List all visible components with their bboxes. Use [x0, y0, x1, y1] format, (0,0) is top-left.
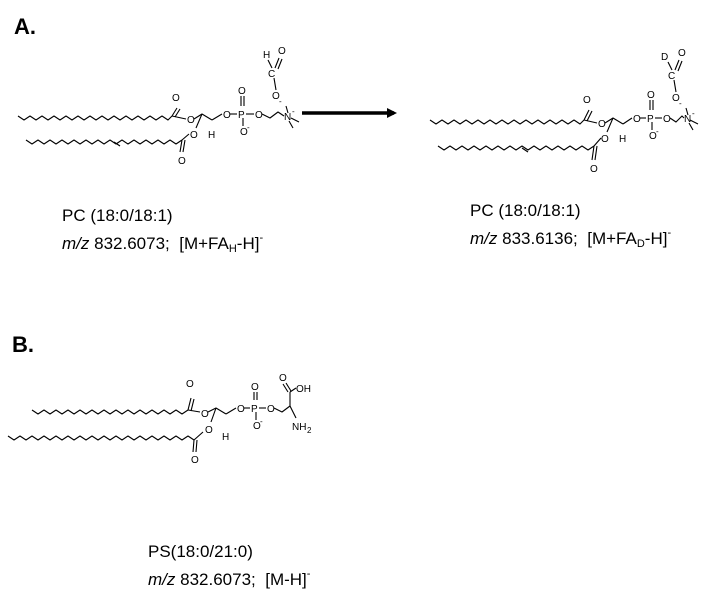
serine-carbonyl-o: O — [279, 373, 287, 384]
ps-mz-line: m/z 832.6073; [M-H]- — [148, 568, 311, 589]
choline-charge: - — [692, 109, 695, 118]
phosphate-o-bridge-2: O — [663, 114, 671, 125]
pc-formate-h-structure: O O O H O P O O - O N - H C — [17, 46, 300, 167]
phosphate-o-double: O — [238, 86, 246, 97]
formate-d: D — [661, 52, 668, 63]
carbonyl-o-sn1: O — [186, 379, 194, 390]
ps-caption: PS(18:0/21:0) m/z 832.6073; [M-H]- — [148, 541, 310, 591]
sn1-acyl-chain — [17, 115, 173, 121]
phosphorus: P — [647, 114, 654, 125]
carbonyl-o-sn2: O — [191, 455, 199, 466]
sn2-acyl-chain — [7, 435, 195, 441]
ester-o-sn1: O — [187, 115, 195, 126]
glycerol-h: H — [222, 432, 229, 443]
ester-o-sn2: O — [601, 134, 609, 145]
pc-h-mz-line: m/z 832.6073; [M+FAH-H]- — [62, 232, 264, 255]
phosphate-o-bridge-2: O — [255, 110, 263, 121]
ester-o-sn2: O — [190, 130, 198, 141]
carbonyl-o-sn2: O — [178, 156, 186, 167]
ester-o-sn1: O — [201, 409, 209, 420]
formate-c: C — [668, 71, 675, 82]
ps-name: PS(18:0/21:0) — [148, 542, 253, 561]
phosphate-o-bridge-2: O — [267, 404, 275, 415]
serine-amine: NH — [292, 422, 306, 433]
serine-amine-subscript: 2 — [307, 426, 312, 435]
panel-b-label: B. — [12, 332, 34, 357]
sn2-acyl-chain — [25, 139, 183, 145]
phosphate-o-anion: O — [240, 127, 248, 138]
ester-o-sn2: O — [205, 425, 213, 436]
ester-o-sn1: O — [598, 119, 606, 130]
phosphorus: P — [251, 404, 258, 415]
pc-d-caption: PC (18:0/18:1) m/z 833.6136; [M+FAD-H]- — [470, 200, 671, 255]
pc-h-caption: PC (18:0/18:1) m/z 832.6073; [M+FAH-H]- — [62, 205, 263, 260]
phosphate-charge: - — [247, 123, 250, 132]
phosphate-o-anion: O — [649, 131, 657, 142]
formate-o-anion: O — [272, 91, 280, 102]
phosphate-o-bridge-1: O — [237, 404, 245, 415]
choline-n: N — [684, 114, 691, 125]
choline-n: N — [284, 112, 291, 123]
formate-o-double: O — [278, 46, 286, 57]
sn1-acyl-chain — [429, 119, 585, 125]
formate-o-double: O — [678, 48, 686, 59]
glycerol-h: H — [619, 134, 626, 145]
pc-formate-d-structure: O O O H O P O O - O N - D C — [429, 48, 699, 175]
phosphate-o-bridge-1: O — [223, 110, 231, 121]
ps-structure: O O O H O P O O - O O OH NH 2 — [7, 373, 312, 466]
formate-o-anion: O — [672, 93, 680, 104]
pc-d-mz-line: m/z 833.6136; [M+FAD-H]- — [470, 227, 672, 250]
phosphate-o-double: O — [647, 90, 655, 101]
sn1-acyl-chain — [31, 409, 189, 415]
panel-a-label: A. — [14, 14, 36, 39]
phosphate-o-anion: O — [253, 421, 261, 432]
formate-charge: - — [679, 99, 682, 108]
formate-charge: - — [279, 97, 282, 106]
phosphate-o-bridge-1: O — [633, 114, 641, 125]
carbonyl-o-sn1: O — [172, 93, 180, 104]
formate-c: C — [268, 69, 275, 80]
carbonyl-o-sn2: O — [590, 164, 598, 175]
choline-charge: - — [292, 107, 295, 116]
sn2-acyl-chain — [437, 145, 595, 151]
glycerol-h: H — [208, 130, 215, 141]
phosphate-charge: - — [260, 417, 263, 426]
pc-d-name: PC (18:0/18:1) — [470, 201, 581, 220]
carbonyl-o-sn1: O — [583, 95, 591, 106]
serine-oh: OH — [296, 384, 311, 395]
phosphate-charge: - — [656, 127, 659, 136]
phosphorus: P — [238, 110, 245, 121]
pc-h-name: PC (18:0/18:1) — [62, 206, 173, 225]
formate-h: H — [263, 50, 270, 61]
phosphate-o-double: O — [251, 382, 259, 393]
